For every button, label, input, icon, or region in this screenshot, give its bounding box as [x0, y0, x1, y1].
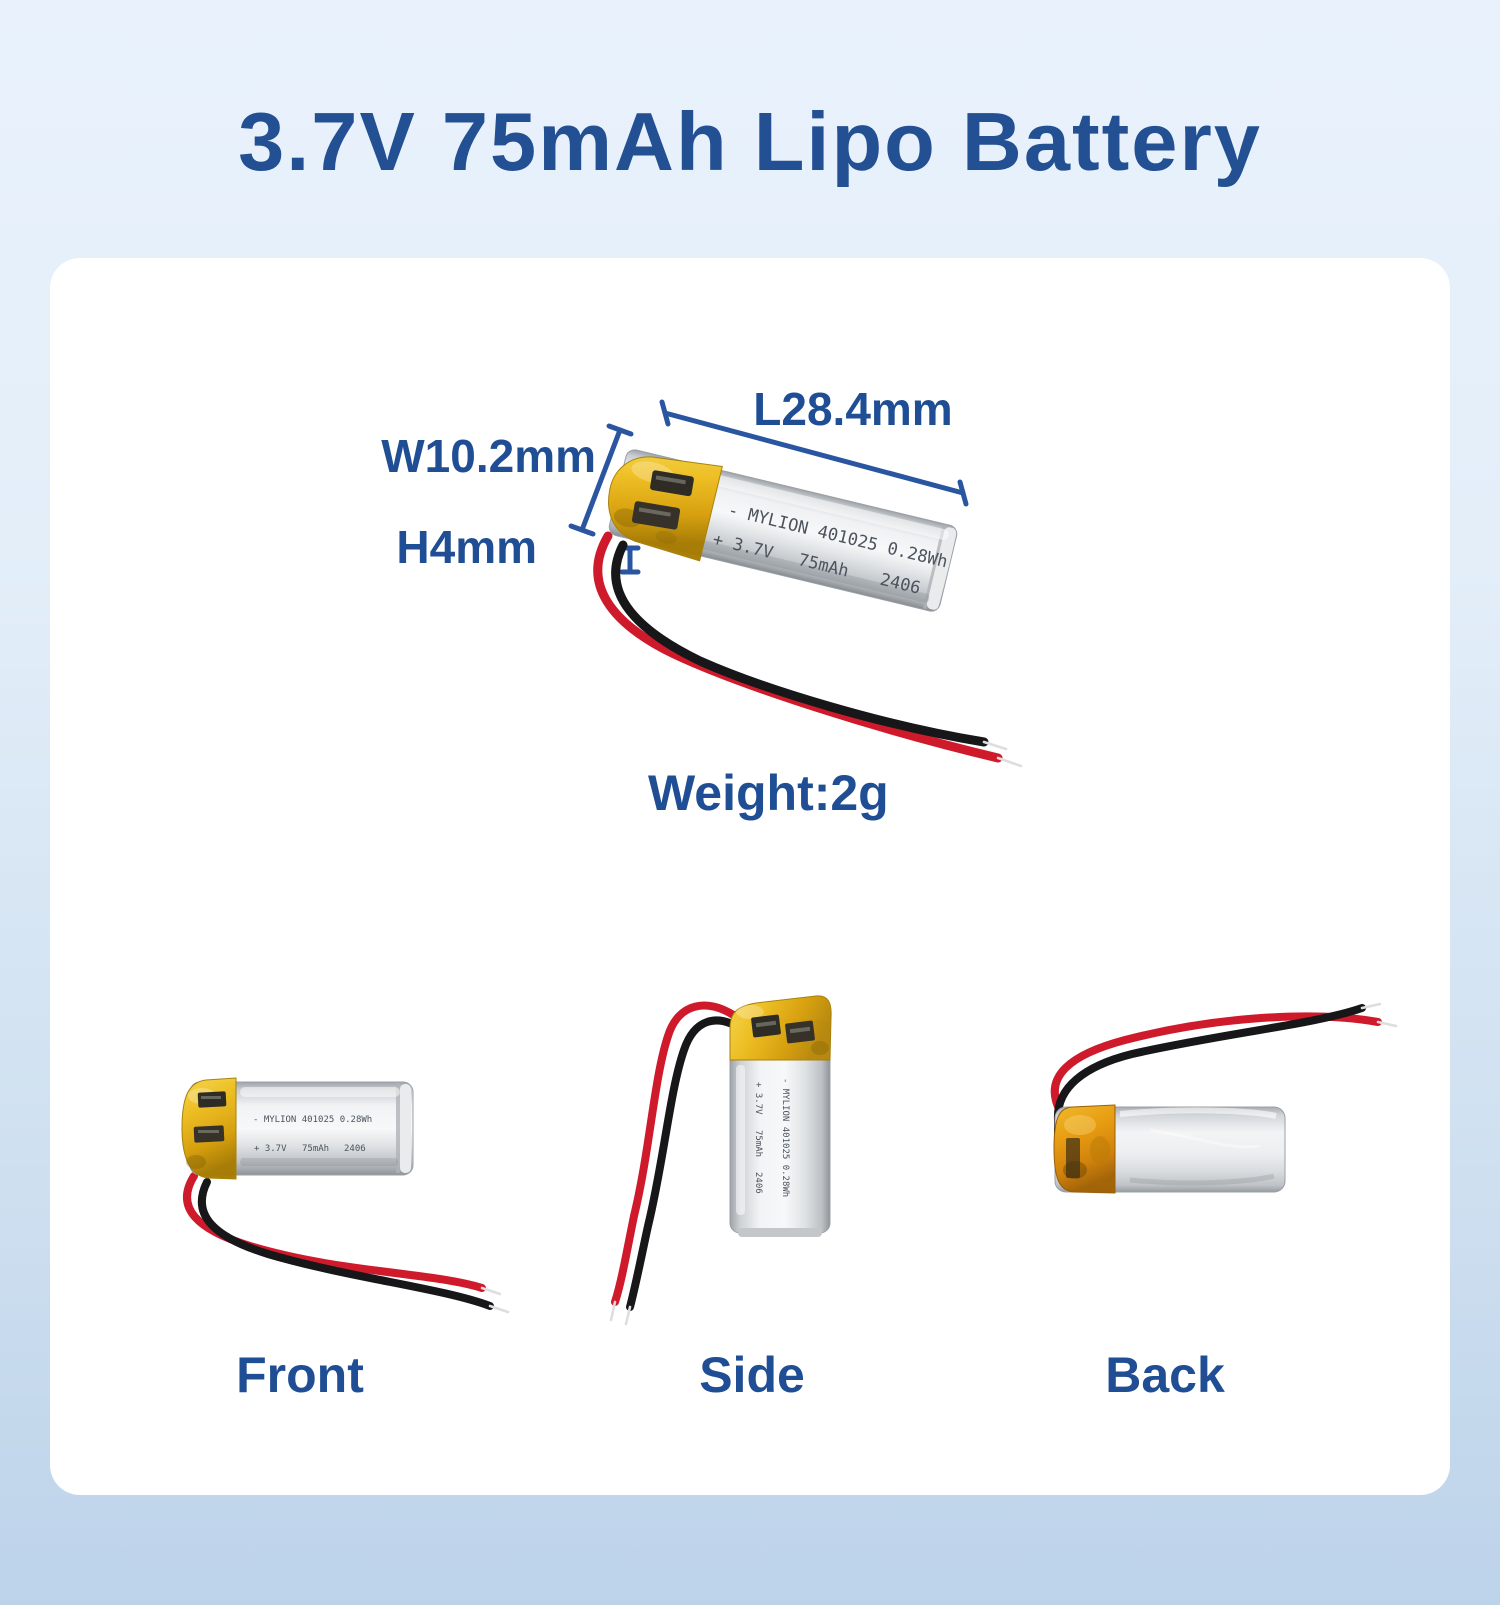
front-wire-black	[198, 1178, 494, 1310]
page-title: 3.7V 75mAh Lipo Battery	[238, 95, 1262, 188]
side-wire-red-tip	[609, 1300, 617, 1322]
side-print-brand: - MYLION 401025 0.28Wh	[780, 1078, 790, 1197]
main-wire-black	[611, 540, 989, 747]
front-print-voltage: + 3.7V	[254, 1144, 287, 1154]
front-wire-red-tip	[480, 1286, 502, 1296]
back-view-figure	[1050, 1002, 1398, 1194]
side-wire-black	[626, 1016, 747, 1311]
view-caption-back: Back	[1105, 1347, 1225, 1403]
main-battery-shade	[677, 535, 930, 603]
back-battery	[1053, 1104, 1286, 1194]
content-card	[50, 258, 1450, 1495]
front-print-brand: - MYLION 401025 0.28Wh	[253, 1115, 372, 1125]
back-wire-black-tip	[1360, 1002, 1382, 1010]
view-caption-front: Front	[236, 1347, 364, 1403]
dimension-label-width: W10.2mm	[381, 430, 596, 482]
side-terminal-tape	[729, 995, 832, 1061]
main-battery-figure: L28.4mm W10.2mm H4mm - MYLION 401025 0.2…	[381, 383, 1023, 768]
side-battery-bottom-flange	[738, 1228, 822, 1237]
main-battery: - MYLION 401025 0.28Wh + 3.7V 75mAh 2406	[608, 449, 958, 612]
main-battery-seam	[922, 524, 947, 610]
front-terminal-tape	[181, 1077, 237, 1180]
side-print-voltage: + 3.7V	[753, 1082, 763, 1115]
weight-label: Weight:2g	[648, 765, 889, 821]
back-wire-red-tip	[1376, 1020, 1398, 1028]
main-terminal-tape	[608, 456, 723, 562]
dimension-label-length: L28.4mm	[753, 383, 952, 435]
back-wire-black	[1053, 1004, 1366, 1152]
front-battery: - MYLION 401025 0.28Wh + 3.7V 75mAh 2406	[181, 1077, 414, 1180]
side-battery: - MYLION 401025 0.28Wh + 3.7V 75mAh 2406	[729, 995, 832, 1237]
front-view-figure: - MYLION 401025 0.28Wh + 3.7V 75mAh 2406	[181, 1077, 510, 1314]
view-caption-side: Side	[699, 1347, 805, 1403]
side-print-batch: 2406	[753, 1172, 763, 1194]
front-terminal-contact-1	[197, 1091, 227, 1108]
dimension-line-width	[568, 423, 634, 537]
side-print-capacity: 75mAh	[753, 1130, 763, 1157]
main-battery-edge-flap	[926, 527, 957, 610]
dimension-label-height: H4mm	[396, 521, 537, 573]
side-wire-red	[611, 1001, 742, 1306]
front-terminal-contact-2	[193, 1125, 225, 1143]
side-view-figure: - MYLION 401025 0.28Wh + 3.7V 75mAh 2406	[609, 995, 832, 1326]
main-wire-black-tip	[982, 740, 1008, 751]
main-wire-red-tip	[996, 756, 1023, 768]
dimension-line-length	[659, 399, 969, 507]
front-battery-edge-flap	[400, 1084, 411, 1173]
back-terminal-tape	[1053, 1104, 1116, 1194]
front-wire-black-tip	[488, 1304, 510, 1314]
side-wire-black-tip	[624, 1305, 632, 1326]
front-print-capacity: 75mAh	[302, 1144, 329, 1154]
main-battery-sheen	[693, 470, 949, 541]
front-print-batch: 2406	[344, 1144, 366, 1154]
